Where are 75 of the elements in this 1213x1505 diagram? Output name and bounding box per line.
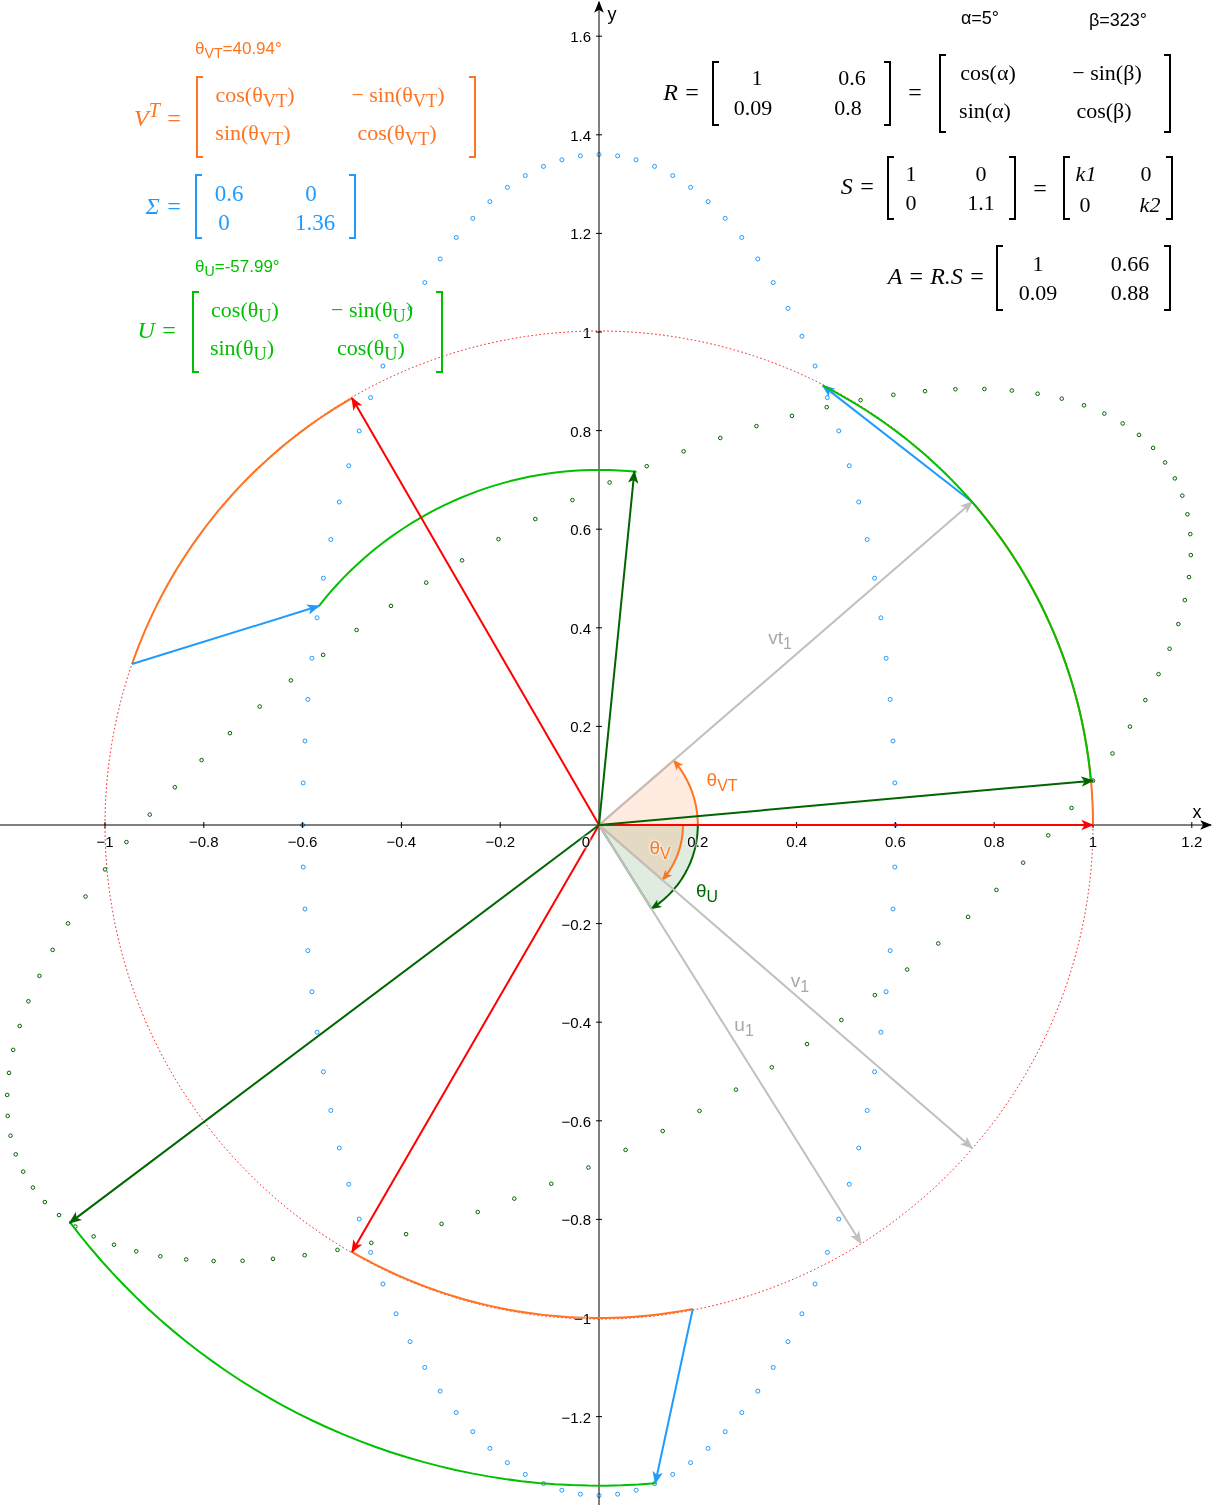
tick-label: 0.8 [570, 423, 591, 439]
matrix-entry: 0.66 [1110, 253, 1150, 275]
tick-label: −1.2 [561, 1409, 591, 1425]
tick-label: 0.2 [570, 718, 591, 734]
tick-label: 0.8 [983, 833, 1005, 849]
angle-label: θ$_{U}$ [696, 881, 718, 905]
tick-label: −0.4 [561, 1014, 591, 1030]
tick-label: −0.2 [485, 833, 515, 849]
parameter-value: α=5° [960, 9, 1000, 27]
tick-label: 1.2 [570, 225, 591, 241]
matrix-entry: k2 [1139, 194, 1161, 216]
equation-label: V$^{T}$ = [134, 100, 182, 130]
matrix-entry: sin(θ$_{U}$) [209, 336, 275, 364]
vector-label: v$_{1}$ [790, 971, 810, 995]
matrix-entry: 1.36 [294, 210, 336, 234]
parameter-value: β=323° [1088, 11, 1148, 29]
matrix-entry: cos(θ$_{VT}$) [357, 121, 437, 149]
matrix-entry: 0.09 [1018, 282, 1058, 304]
matrix-entry: 0 [1079, 194, 1091, 216]
matrix-entry: 0 [305, 181, 317, 205]
angle-label: θ$_{VT}$ [706, 770, 738, 794]
tick-label: 0.6 [884, 833, 906, 849]
matrix-entry: 0.88 [1110, 282, 1150, 304]
equation-label: S = [840, 174, 875, 198]
matrix-entry: sin(θ$_{VT}$) [215, 121, 291, 149]
matrix-entry: 0.6 [214, 181, 244, 205]
axis-label: x [1192, 803, 1202, 821]
tick-label: −0.4 [386, 833, 417, 849]
matrix-entry: cos(θ$_{U}$) [211, 298, 279, 326]
matrix-entry: 0 [905, 192, 917, 214]
matrix-entry: sin(α) [959, 100, 1011, 122]
tick-label: −1 [96, 833, 114, 849]
tick-label: −0.6 [561, 1113, 591, 1129]
tick-label: −0.8 [561, 1211, 591, 1227]
tick-label: 1 [1088, 833, 1098, 849]
vector-label: u$_{1}$ [734, 1015, 754, 1039]
tick-label: −0.6 [287, 833, 318, 849]
matrix-entry: 1 [1032, 253, 1044, 275]
equation-label: R = [663, 80, 700, 104]
matrix-entry: 0 [975, 163, 987, 185]
tick-label: 1.2 [1181, 833, 1203, 849]
vector-label: vt$_{1}$ [768, 628, 792, 652]
angle-value: θ$_{U}$=-57.99° [195, 257, 280, 279]
tick-label: −0.8 [189, 833, 219, 849]
matrix-entry: cos(θ$_{U}$) [337, 336, 405, 364]
angle-label: θ$_{V}$ [649, 838, 671, 862]
equals-sign: = [908, 80, 922, 104]
matrix-entry: cos(β) [1076, 100, 1132, 122]
matrix-entry: − sin(β) [1072, 62, 1142, 84]
matrix-entry: 1 [905, 163, 917, 185]
matrix-entry: k1 [1075, 163, 1097, 185]
matrix-entry: − sin(θ$_{VT}$) [351, 83, 445, 111]
tick-label: 1.4 [570, 127, 591, 143]
equation-label: A = R.S = [887, 264, 985, 288]
angle-value: θ$_{VT}$=40.94° [195, 39, 282, 61]
tick-label: 0.6 [570, 521, 591, 537]
equals-sign: = [1033, 176, 1047, 200]
tick-label: 1 [582, 324, 591, 340]
matrix-entry: 0 [218, 210, 230, 234]
matrix-entry: 1 [751, 67, 763, 89]
matrix-entry: − sin(θ$_{U}$) [331, 298, 413, 326]
matrix-entry: 1.1 [967, 192, 995, 214]
equation-label: Σ = [145, 194, 182, 218]
tick-label: −0.2 [561, 916, 591, 932]
equation-label: U = [137, 318, 177, 342]
matrix-entry: cos(θ$_{VT}$) [215, 83, 295, 111]
matrix-entry: cos(α) [960, 62, 1016, 84]
axis-label: y [607, 5, 617, 23]
tick-label: 0.4 [570, 620, 591, 636]
tick-label: 0.4 [786, 833, 807, 849]
matrix-entry: 0 [1140, 163, 1152, 185]
tick-label: 1.6 [570, 28, 591, 44]
matrix-entry: 0.09 [733, 97, 773, 119]
matrix-entry: 0.6 [838, 67, 866, 89]
matrix-entry: 0.8 [834, 97, 862, 119]
